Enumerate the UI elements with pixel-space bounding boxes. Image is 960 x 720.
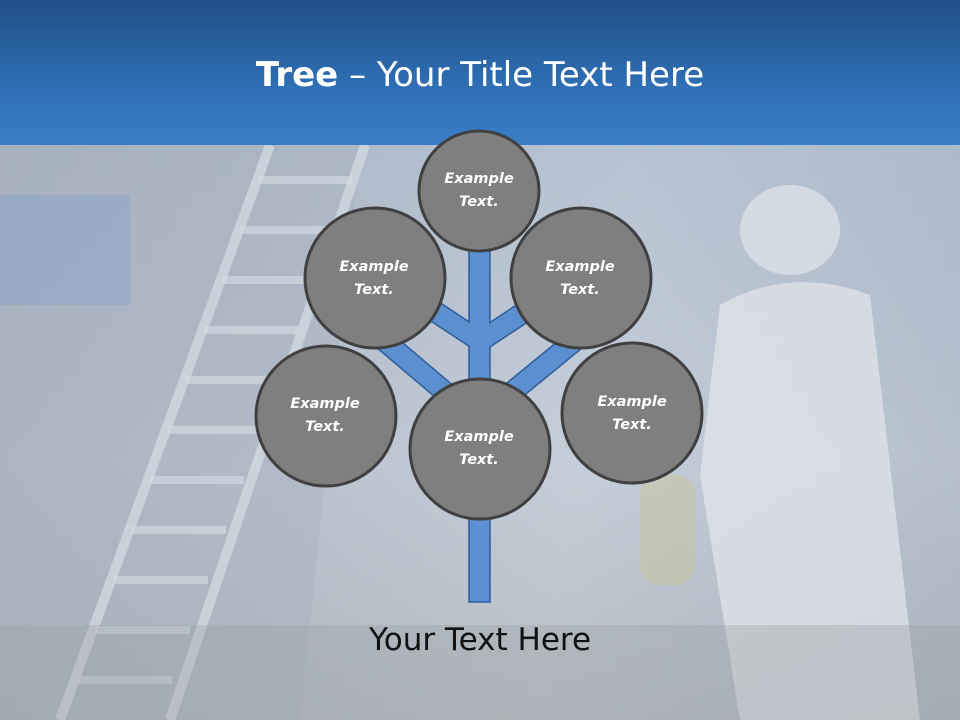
node-label-line2: Text. <box>560 282 600 298</box>
node-label-line1: Example <box>444 429 514 445</box>
node-label-top: Example Text. <box>419 168 539 214</box>
header-bar <box>0 0 960 145</box>
node-label-lower-left: Example Text. <box>265 393 385 439</box>
node-circle-lower-right <box>560 341 704 485</box>
node-circle-upper-left <box>303 206 447 350</box>
node-circle-upper-right <box>509 206 653 350</box>
node-label-line2: Text. <box>459 452 499 468</box>
node-label-upper-left: Example Text. <box>314 256 434 302</box>
node-label-upper-right: Example Text. <box>520 256 640 302</box>
background-illustration <box>0 145 960 720</box>
node-circle-center <box>408 377 552 521</box>
title-bold: Tree <box>255 55 339 95</box>
footer-text: Your Text Here <box>368 622 592 658</box>
node-label-line2: Text. <box>305 419 345 435</box>
node-label-line1: Example <box>290 396 360 412</box>
title-rest: Your Title Text Here <box>376 55 705 95</box>
slide-title: Tree – Your Title Text Here <box>0 52 960 98</box>
node-label-line2: Text. <box>612 417 652 433</box>
node-label-center: Example Text. <box>419 426 539 472</box>
node-label-line2: Text. <box>459 194 499 210</box>
title-separator: – <box>338 55 377 95</box>
node-label-line1: Example <box>339 259 409 275</box>
node-label-line1: Example <box>444 171 514 187</box>
node-circle-top <box>417 129 541 253</box>
node-circle-lower-left <box>254 344 398 488</box>
node-label-line1: Example <box>545 259 615 275</box>
node-label-line2: Text. <box>354 282 394 298</box>
node-label-lower-right: Example Text. <box>572 391 692 437</box>
node-label-line1: Example <box>597 394 667 410</box>
